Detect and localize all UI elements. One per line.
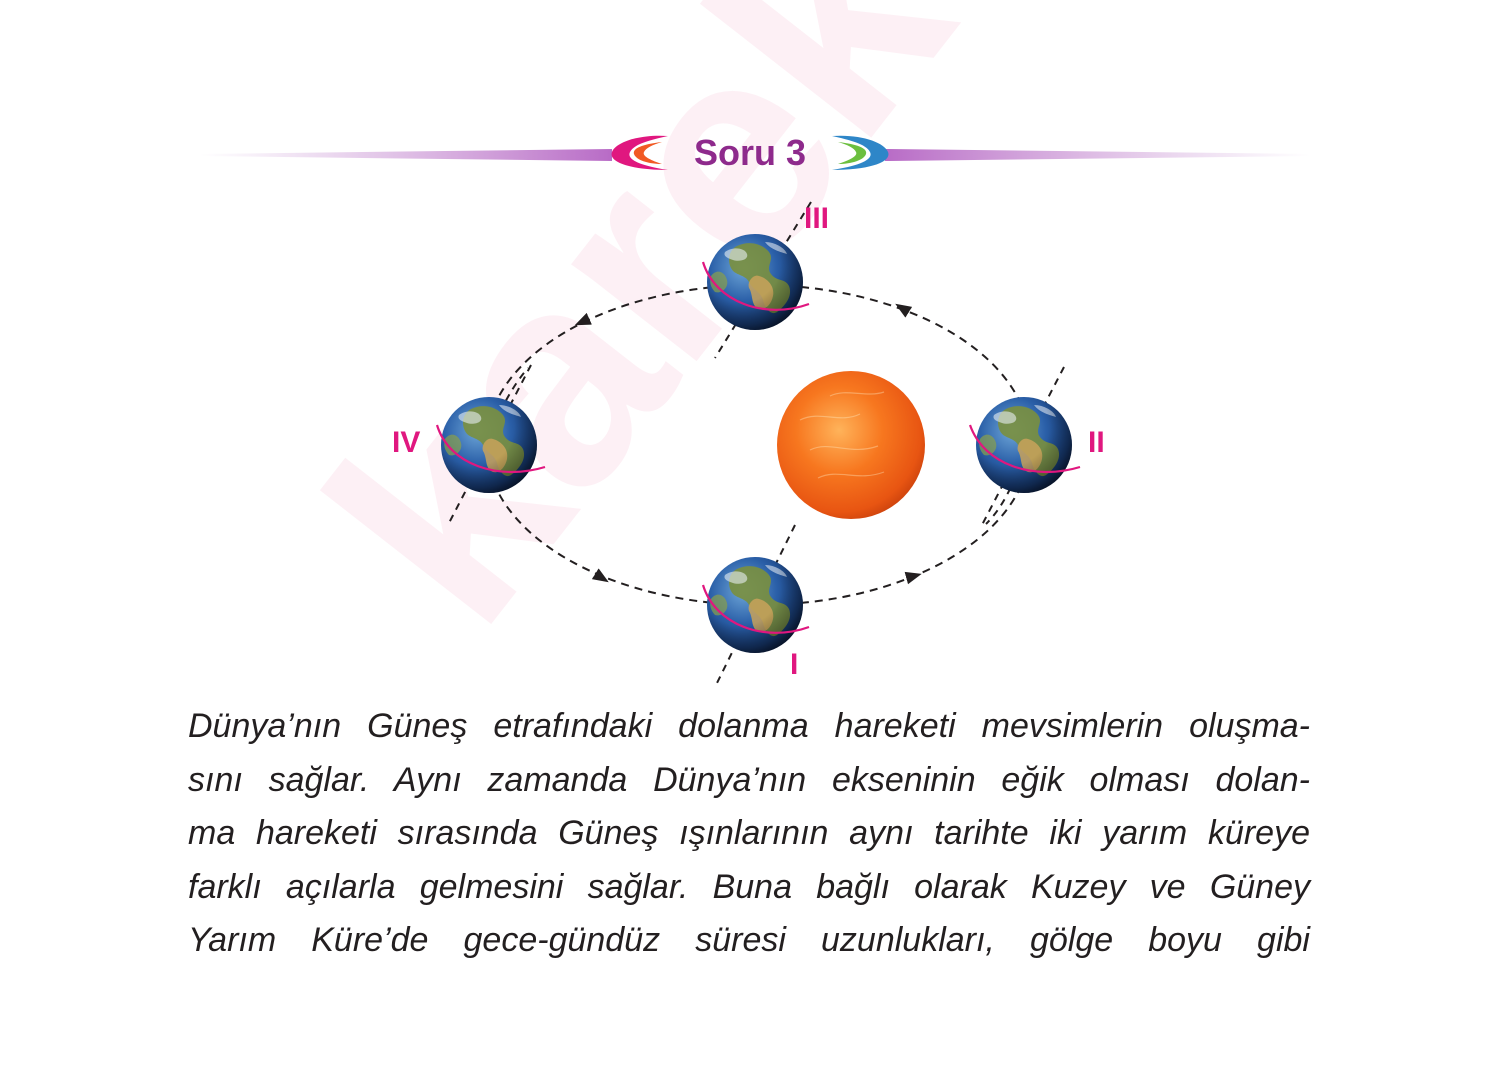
paragraph-line: Yarım Küre’de gece-gündüz süresi uzunluk… [188, 921, 1310, 959]
paragraph-line: farklı açılarla gelmesini sağlar. Buna b… [188, 867, 1310, 906]
earth-position-III [701, 201, 812, 359]
equator-line [701, 584, 810, 634]
sun-texture [799, 391, 885, 479]
earth-axis [981, 366, 1065, 526]
earth-position-II [968, 366, 1081, 526]
earth-position-I [701, 524, 810, 684]
paragraph-line: sını sağlar. Aynı zamanda Dünya’nın ekse… [188, 760, 1310, 799]
label-III: III [804, 202, 830, 235]
equator-line [968, 424, 1081, 474]
earth-axis [716, 524, 796, 684]
header-swoosh-left [611, 135, 668, 170]
label-II: II [1088, 426, 1105, 459]
label-IV: IV [392, 426, 421, 459]
orbit-path [485, 284, 1031, 606]
earth-axis [448, 364, 532, 524]
label-I: I [790, 648, 799, 681]
earth-position-IV [435, 364, 546, 524]
header-divider [200, 149, 1310, 161]
equator-line [701, 261, 810, 311]
paragraph-line: Dünya’nın Güneş etrafındaki dolanma hare… [188, 707, 1310, 745]
header-swoosh-right [832, 135, 889, 170]
body-paragraph: Dünya’nın Güneş etrafındaki dolanma hare… [188, 700, 1310, 968]
question-label: Soru 3 [693, 132, 807, 173]
equator-line [435, 424, 546, 474]
paragraph-line: ma hareketi sırasında Güneş ışınlarının … [188, 814, 1310, 852]
sun [777, 371, 925, 519]
